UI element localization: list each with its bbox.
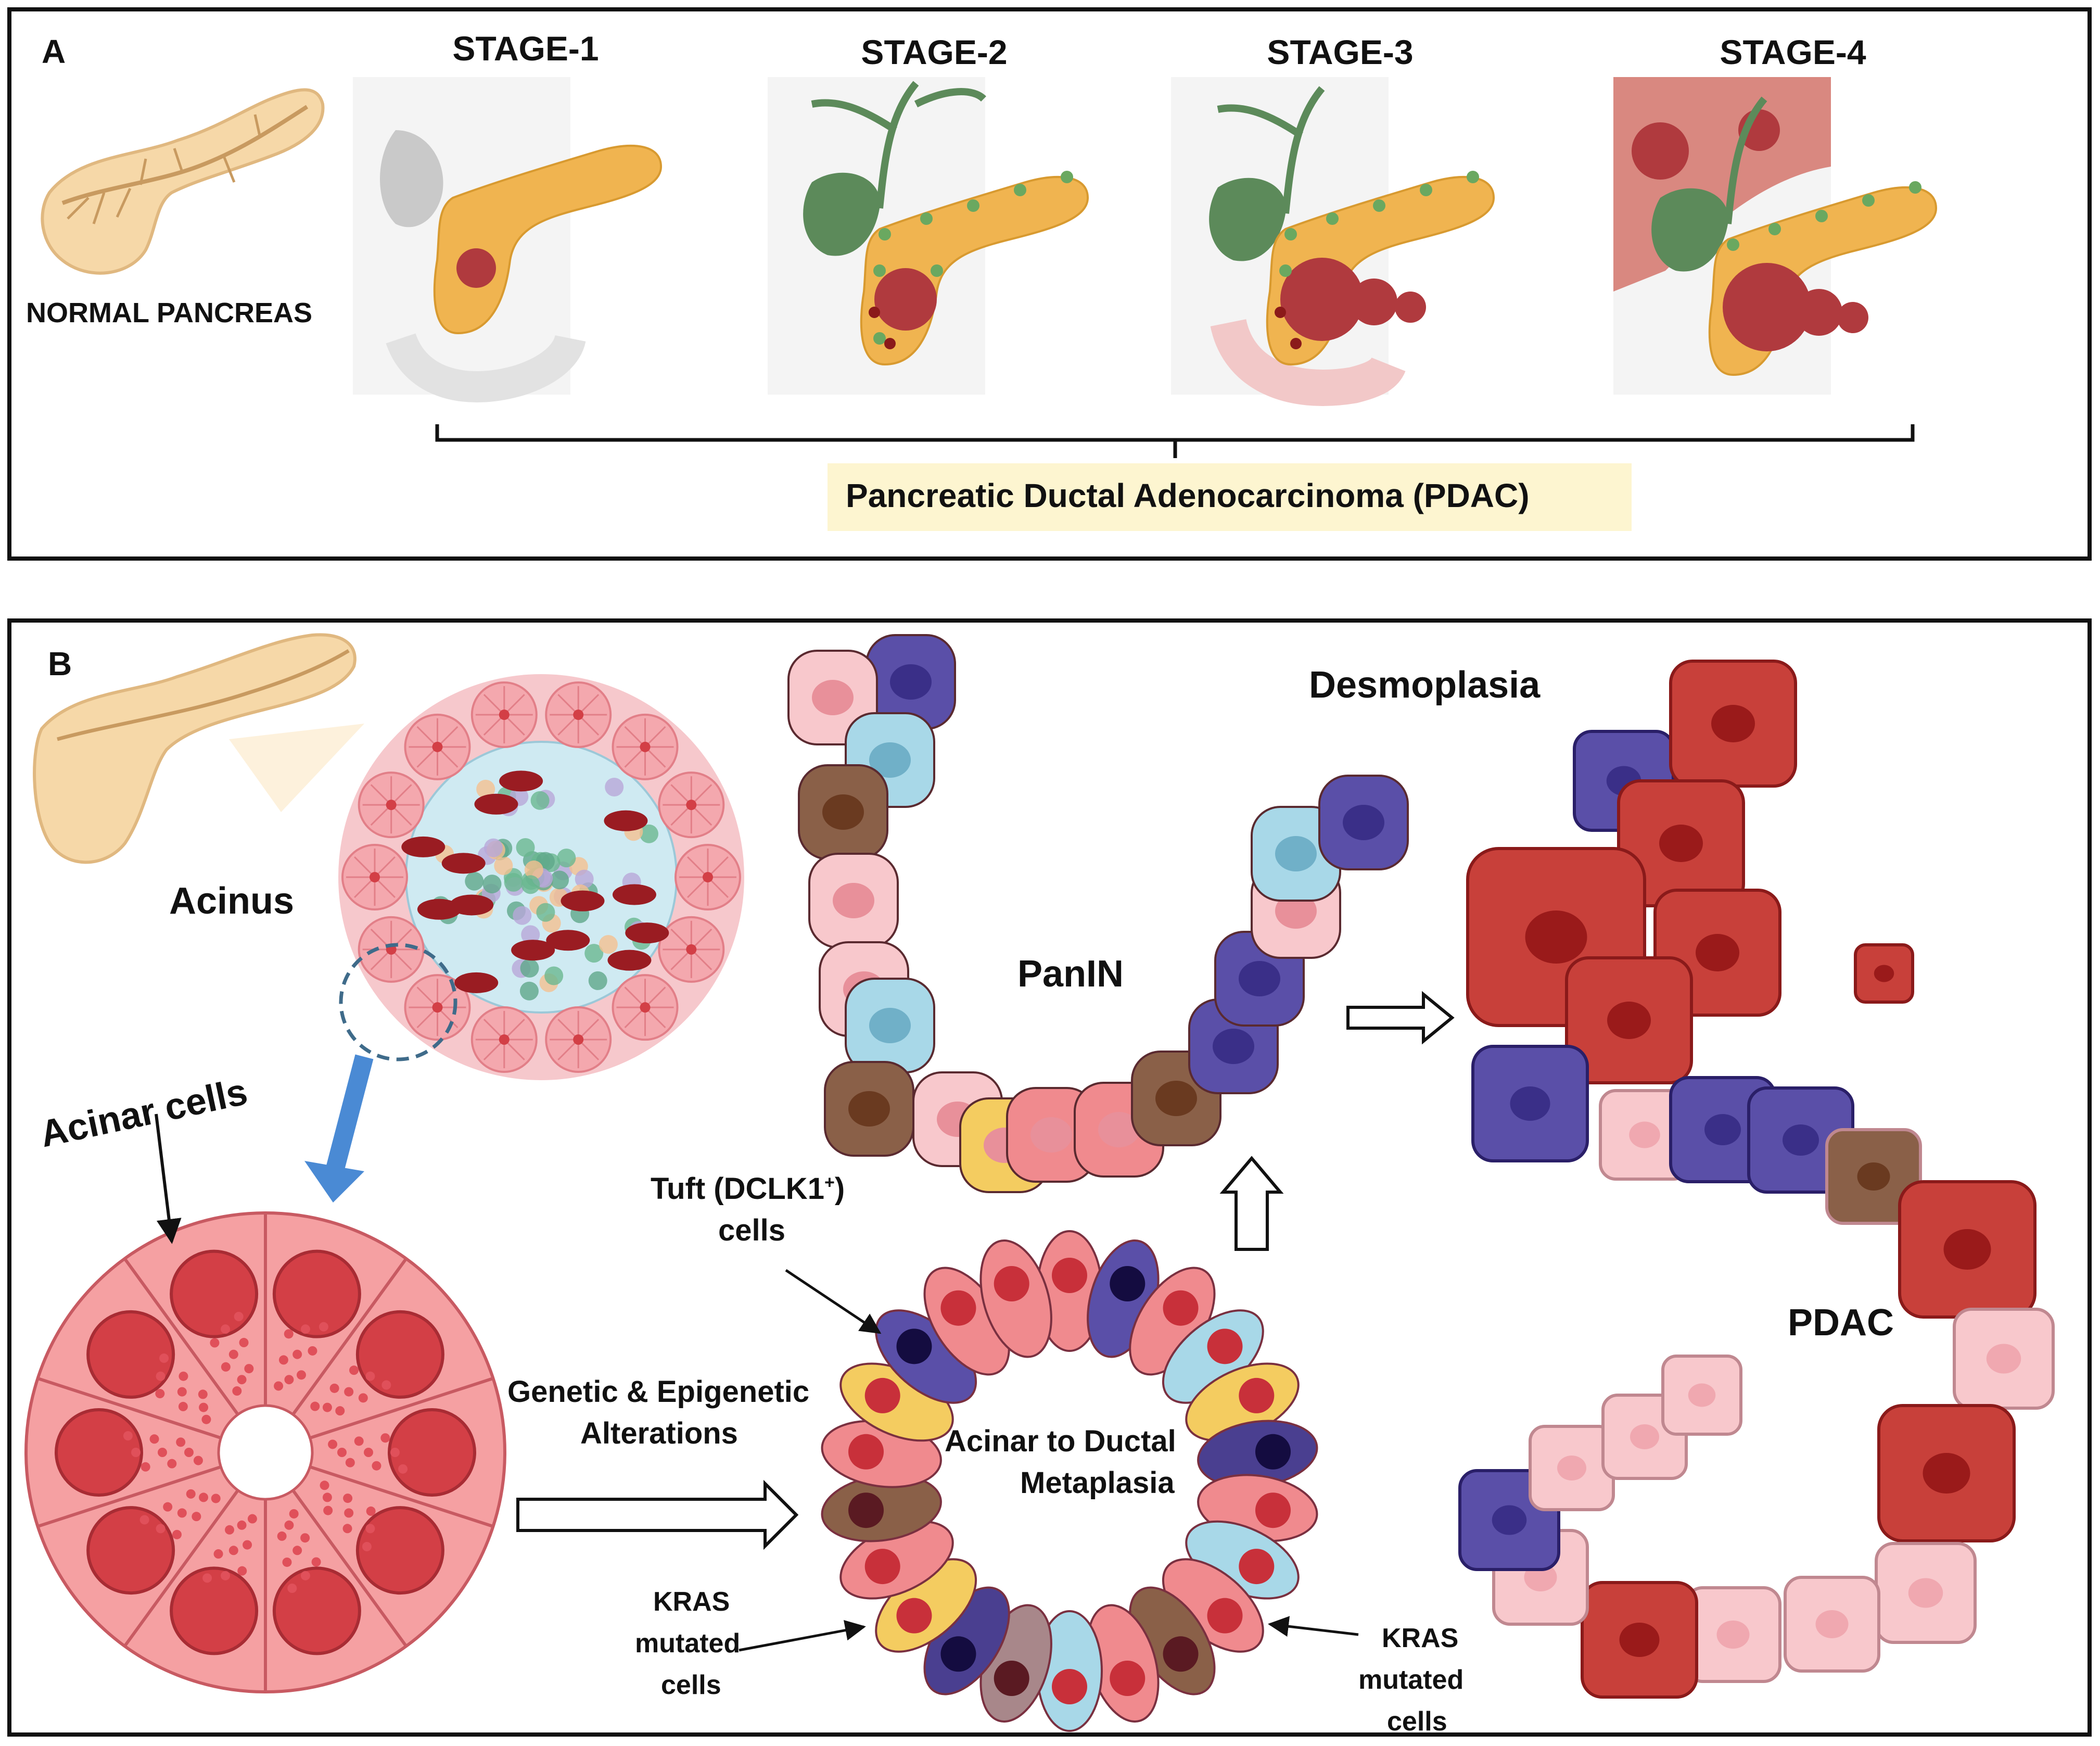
panel-a-letter: A	[42, 33, 66, 70]
kras-left-line1: KRAS	[653, 1587, 730, 1617]
acinar-pointer-arrow	[155, 1114, 182, 1244]
acinus-red-cell	[546, 930, 590, 951]
panel-b-letter: B	[48, 645, 72, 682]
zoom-arrow	[324, 1054, 374, 1179]
acinus-red-cell	[441, 853, 486, 874]
hollow-arrow-1	[516, 1479, 799, 1550]
acinus-red-cell	[625, 922, 669, 944]
acinus-red-cell	[401, 836, 446, 857]
panel-a-frame	[7, 7, 2092, 561]
hollow-arrow-3	[1346, 991, 1455, 1045]
acinar-nucleus	[272, 1249, 361, 1338]
acinar-nucleus	[355, 1310, 444, 1399]
adm-label-line1: Acinar to Ductal	[945, 1424, 1176, 1458]
kras-right-line3: cells	[1387, 1706, 1447, 1737]
stage-3-illustration	[1171, 77, 1495, 406]
acinus-label: Acinus	[169, 880, 295, 922]
acinus-illustration	[304, 674, 744, 1203]
desmoplasia-label: Desmoplasia	[1309, 664, 1541, 706]
panin-arc	[787, 634, 1409, 1193]
panel-b-frame	[7, 618, 2092, 1737]
acinus-red-cell	[450, 894, 494, 916]
acinus-red-cell	[612, 884, 656, 905]
tuft-cells-label-line2: cells	[718, 1213, 785, 1247]
normal-pancreas-label: NORMAL PANCREAS	[26, 297, 313, 328]
acinar-lumen	[217, 1404, 314, 1501]
kras-left-line3: cells	[661, 1670, 721, 1700]
acinar-nucleus	[388, 1408, 476, 1497]
stage-2-title: STAGE-2	[861, 33, 1008, 71]
genetic-alterations-line2: Alterations	[580, 1416, 738, 1450]
acinar-nucleus	[170, 1566, 259, 1655]
hollow-arrow-2	[1219, 1156, 1284, 1251]
acinar-nucleus	[55, 1408, 143, 1497]
panel-b-pancreas-illustration	[33, 633, 364, 864]
pdac-banner-background	[828, 463, 1632, 531]
acinar-nucleus	[86, 1310, 175, 1399]
stage-4-title: STAGE-4	[1720, 33, 1866, 71]
stage-1-illustration	[353, 77, 663, 402]
acinar-rosette	[24, 1211, 506, 1693]
stage-1-title: STAGE-1	[452, 29, 599, 68]
stage-4-illustration	[1613, 77, 1938, 395]
kras-left-line2: mutated	[635, 1628, 741, 1659]
adm-label-line2: Metaplasia	[1020, 1466, 1175, 1500]
tuft-cells-label-line1: Tuft (DCLK1+)	[651, 1172, 845, 1206]
stage-3-title: STAGE-3	[1267, 33, 1414, 71]
kras-left-pointer-arrow	[739, 1620, 866, 1652]
kras-right-pointer-arrow	[1268, 1616, 1359, 1637]
panin-label: PanIN	[1017, 953, 1124, 995]
acinar-nucleus	[86, 1506, 175, 1595]
pdac-bracket	[435, 424, 1915, 458]
acinus-red-cell	[474, 793, 518, 815]
acinus-red-cell	[604, 810, 648, 831]
adm-ring	[821, 1230, 1318, 1732]
acinar-nucleus	[272, 1566, 361, 1655]
acinar-nucleus	[355, 1506, 444, 1595]
genetic-alterations-line1: Genetic & Epigenetic	[507, 1375, 810, 1409]
kras-right-line2: mutated	[1358, 1665, 1464, 1695]
acinus-red-cell	[561, 890, 605, 912]
acinar-nucleus	[170, 1249, 259, 1338]
pdac-banner: Pancreatic Ductal Adenocarcinoma (PDAC)	[846, 477, 1530, 514]
pdac-label: PDAC	[1788, 1302, 1894, 1344]
acinus-zoom-circle	[339, 943, 457, 1061]
stage-2-illustration	[768, 77, 1089, 395]
acinus-red-cell	[499, 770, 543, 792]
acinus-red-cell	[607, 950, 652, 971]
acinus-red-cell	[511, 940, 555, 961]
normal-pancreas-illustration	[41, 88, 325, 275]
acinus-red-cell	[454, 972, 499, 993]
kras-right-line1: KRAS	[1382, 1623, 1459, 1653]
pdac-cluster	[1458, 660, 2055, 1699]
tuft-pointer-arrow	[785, 1269, 882, 1334]
